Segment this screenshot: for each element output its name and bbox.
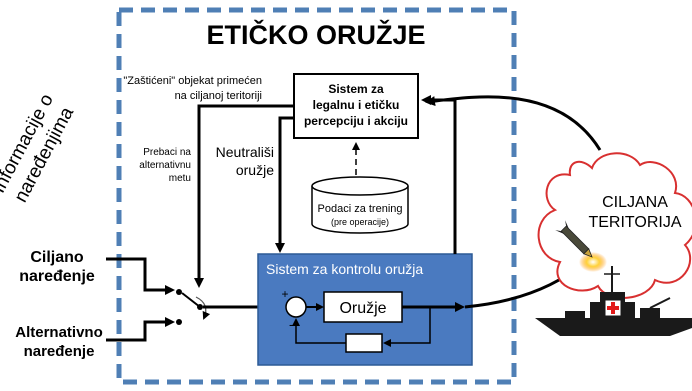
target-territory-line1: CILJANA [602,194,668,211]
target-territory-line2: TERITORIJA [588,214,681,231]
switch-target-line2: alternativnu [139,160,191,171]
control-to-ethics-line [421,95,457,254]
alt-order-arrow [106,317,175,342]
training-data-cylinder [311,176,409,234]
protected-object-line1: "Zaštićeni" objekat primećen [123,75,262,87]
protected-object-line2: na ciljanoj teritoriji [175,90,262,102]
training-data-line2: (pre operacije) [331,217,389,227]
ethics-box-line1: Sistem za [328,82,384,96]
side-label: Informacije o naređenjima [0,91,78,206]
weapon-label: Oružje [339,300,386,317]
weapon-box [323,291,403,323]
red-cross-icon [604,299,622,317]
feedback-box [345,333,383,353]
ethical-weapon-boundary [116,7,517,385]
summing-junction [285,296,307,318]
switch-lever [181,292,201,308]
neutralize-line1: Neutrališi [216,144,274,160]
neutralize-line2: oružje [236,162,274,178]
ethics-box-line2: legalnu i etičku [313,98,400,112]
protected-object-feedback-line [194,104,294,288]
target-territory-cloud [537,152,692,299]
ethics-box-line3: percepciju i akciju [304,114,408,128]
switch-target-line1: Prebaci na [143,147,191,158]
neutralize-arrow [275,116,294,253]
summing-plus: + [281,287,288,301]
missile-icon [555,220,607,272]
diagram-title: ETIČKO ORUŽJE [206,19,425,50]
alt-order-line1: Alternativno [15,324,103,341]
target-order-line2: naređenje [19,268,95,285]
alt-order-line2: naređenje [24,343,95,360]
feedback-to-junction-line [292,318,346,344]
target-to-ethics-curve [425,95,602,151]
target-order-arrow [106,257,175,295]
target-order-line1: Ciljano [30,249,84,266]
switch-target-line3: metu [169,173,191,184]
switch-contact-bottom [176,319,182,325]
weapon-control-title: Sistem za kontrolu oružja [266,261,423,277]
switch-contact-top [176,289,182,295]
training-data-line1: Podaci za trening [318,203,403,215]
